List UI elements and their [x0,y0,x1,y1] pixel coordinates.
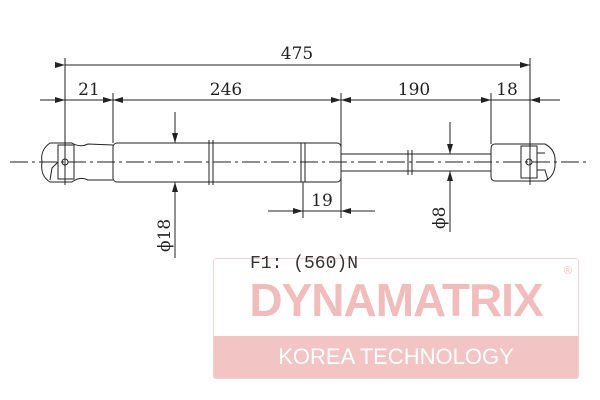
force-label: F1: (560)N [250,254,359,274]
logo-tagline: KOREA TECHNOLOGY [214,336,578,378]
dim-left-end: 21 [78,80,100,100]
dim-right-end: 18 [496,80,518,100]
right-end-fitting [490,143,556,182]
logo-brand-name: DYNAMATRIX [249,274,543,326]
dim-cap-length: 19 [311,191,333,211]
registered-mark: ® [563,265,572,277]
dim-rod-diameter: ϕ8 [430,207,450,229]
dim-overall-length: 475 [281,44,313,64]
left-end-fitting [41,142,114,183]
dim-cylinder-length: 246 [210,80,242,100]
dim-stroke: 190 [398,80,430,100]
brand-logo: DYNAMATRIX ® KOREA TECHNOLOGY [213,258,579,379]
dim-cylinder-diameter: ϕ18 [155,219,175,252]
